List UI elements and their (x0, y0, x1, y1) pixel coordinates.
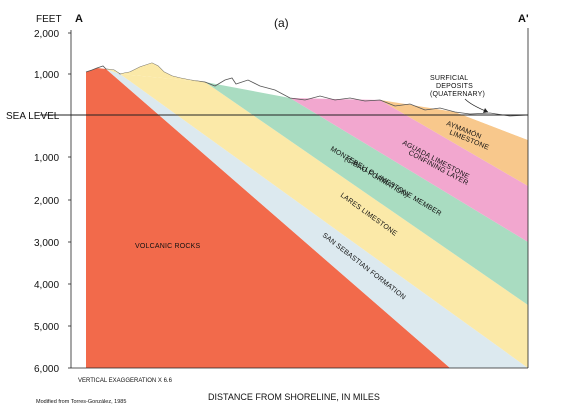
tick-label-4000-below: 4,000 (34, 280, 59, 291)
tick-label-5000-below: 5,000 (34, 322, 59, 333)
tick-label-2000-above: 2,000 (34, 29, 59, 40)
section-start-label: A (75, 13, 83, 25)
surficial-label-line3: (QUATERNARY) (430, 91, 485, 98)
vertical-exaggeration-note: VERTICAL EXAGGERATION X 6.6 (78, 378, 173, 384)
montebello-limestone-unit (205, 82, 528, 305)
source-note: Modified from Torres-González, 1985 (36, 399, 126, 405)
surficial-label-line1: SURFICIAL (430, 75, 468, 82)
sea-level-label: SEA LEVEL (6, 111, 60, 122)
feet-label: FEET (36, 14, 62, 25)
tick-label-1000-above: 1,000 (34, 70, 59, 81)
surficial-arrow-head (483, 108, 488, 113)
tick-label-3000-below: 3,000 (34, 238, 59, 249)
volcanic-rocks-unit (86, 68, 450, 368)
aguada-confining-layer-unit (290, 98, 528, 242)
tick-label-1000-below: 1,000 (34, 153, 59, 164)
panel-label: (a) (274, 16, 289, 30)
tick-marks (68, 32, 71, 369)
x-axis-label: DISTANCE FROM SHORELINE, IN MILES (208, 392, 380, 402)
tick-label-6000-below: 6,000 (34, 364, 59, 375)
aymamon-limestone-unit (380, 100, 528, 186)
volcanic-rocks-label: VOLCANIC ROCKS (135, 243, 201, 250)
lares-limestone-unit (120, 74, 528, 368)
surficial-deposits-unit (455, 112, 528, 140)
surficial-label-line2: DEPOSITS (436, 83, 473, 90)
upland-cap (106, 63, 205, 82)
tick-label-2000-below: 2,000 (34, 196, 59, 207)
san-sebastian-unit (106, 69, 528, 368)
section-end-label: A' (518, 13, 529, 25)
